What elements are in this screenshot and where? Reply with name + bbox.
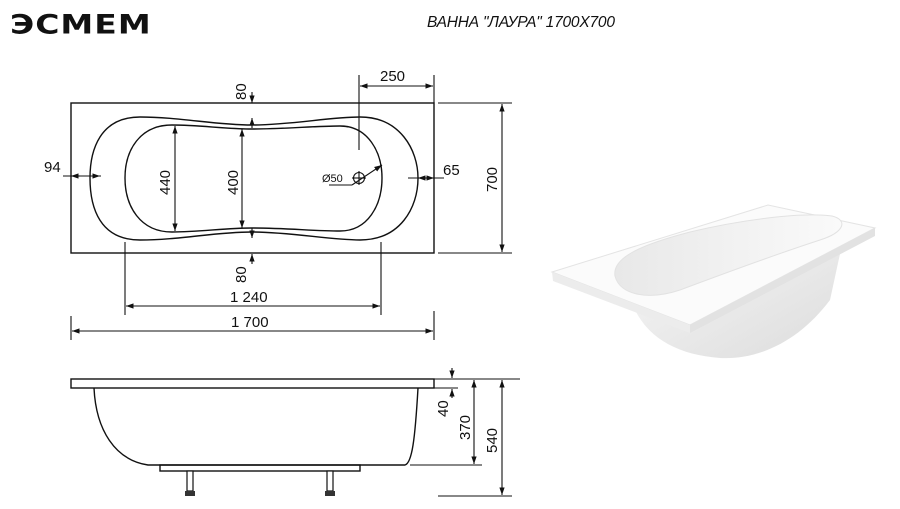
dim-label-440: 440 xyxy=(157,170,174,195)
leg-right xyxy=(325,470,335,496)
dim-label-1240: 1 240 xyxy=(230,289,268,306)
side-body xyxy=(93,387,419,466)
dim-overall-length xyxy=(70,311,435,340)
leg-left xyxy=(185,470,195,496)
dim-label-700: 700 xyxy=(484,167,501,192)
outer-bowl-outline xyxy=(89,116,419,241)
inner-bowl-outline xyxy=(124,124,383,233)
dim-bottom-length xyxy=(124,242,382,315)
side-view xyxy=(70,378,435,472)
dim-label-1700: 1 700 xyxy=(231,314,269,331)
side-rim xyxy=(70,378,435,389)
brand-logo: ЭСМЕМ xyxy=(10,8,152,40)
dim-overall-width xyxy=(438,102,512,254)
dim-rim-thickness xyxy=(434,368,520,398)
dim-label-540: 540 xyxy=(484,428,501,453)
dim-label-65: 65 xyxy=(443,162,460,179)
dim-label-40: 40 xyxy=(435,400,452,417)
dim-label-94: 94 xyxy=(44,159,61,176)
dim-label-370: 370 xyxy=(457,415,474,440)
drawing-title: ВАННА "ЛАУРА" 1700X700 xyxy=(427,14,615,31)
dim-total-height xyxy=(438,380,512,497)
drain-symbol xyxy=(329,164,383,186)
dim-label-rim-bottom: 80 xyxy=(233,266,250,283)
dim-label-rim-top: 80 xyxy=(233,83,250,100)
side-base-plate xyxy=(159,464,361,472)
product-photo xyxy=(550,204,877,359)
dim-label-400: 400 xyxy=(225,170,242,195)
dim-label-250: 250 xyxy=(380,68,405,85)
dim-body-height xyxy=(410,380,482,466)
dim-label-drain-diameter: Ø50 xyxy=(322,173,343,185)
dim-drain-offset xyxy=(358,75,435,150)
